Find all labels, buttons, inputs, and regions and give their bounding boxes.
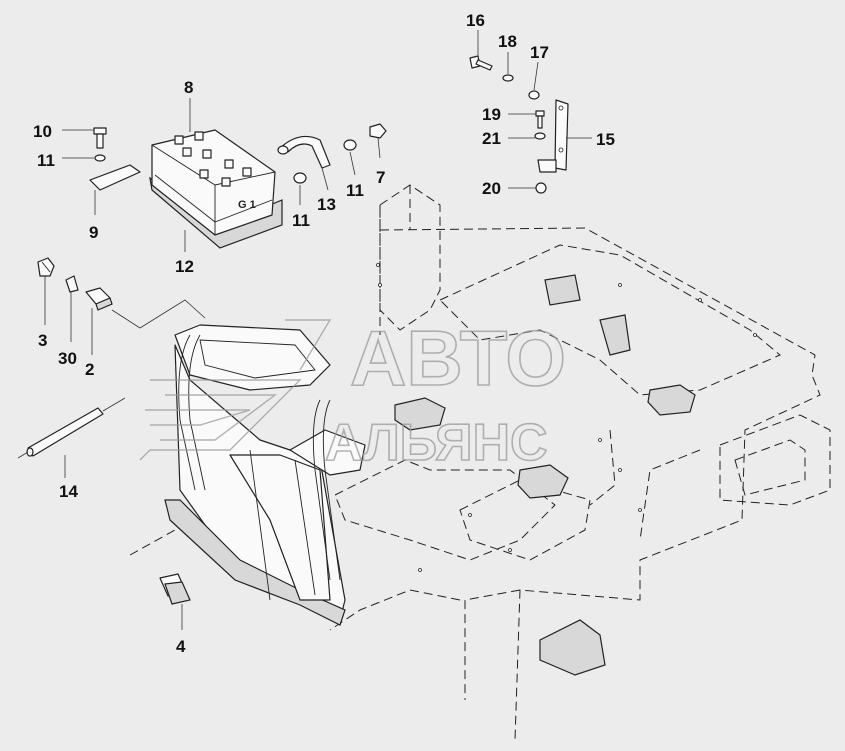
callout-13: 13 — [317, 195, 336, 214]
callout-18: 18 — [498, 32, 517, 51]
callout-numbers: 2 3 4 7 8 9 10 11 11 11 12 13 14 15 16 1… — [33, 11, 615, 656]
callout-11-left: 11 — [37, 151, 55, 170]
callout-21: 21 — [482, 129, 501, 148]
part-cable-13 — [277, 135, 331, 169]
callout-14: 14 — [59, 482, 78, 501]
part-nut-7 — [369, 123, 387, 139]
callout-16: 16 — [466, 11, 485, 30]
part-bolt-10 — [93, 127, 107, 149]
callout-4: 4 — [176, 637, 186, 656]
part-bracket-15 — [537, 99, 569, 173]
callout-7: 7 — [376, 168, 385, 187]
part-bolt-16 — [469, 55, 493, 71]
watermark-line2: АЛЬЯНС — [325, 414, 548, 472]
callout-3: 3 — [38, 331, 47, 350]
part-nut-20 — [535, 182, 547, 194]
battery: G 1 — [149, 129, 283, 249]
callout-30: 30 — [58, 349, 77, 368]
callout-19: 19 — [482, 105, 501, 124]
part-nut-11a — [293, 172, 307, 184]
callout-8: 8 — [184, 78, 193, 97]
leader-lines — [44, 30, 592, 630]
callout-9: 9 — [89, 223, 98, 242]
callout-11-mid: 11 — [292, 211, 310, 230]
chassis-frame — [129, 184, 831, 741]
part-switch-4 — [159, 573, 191, 605]
callout-20: 20 — [482, 179, 501, 198]
part-washer-21 — [534, 132, 546, 140]
watermark-line1: АВТО — [350, 314, 566, 402]
part-bolt-19 — [535, 110, 545, 129]
callout-10: 10 — [33, 122, 52, 141]
callout-12: 12 — [175, 257, 194, 276]
callout-15: 15 — [596, 130, 615, 149]
callout-2: 2 — [85, 360, 94, 379]
part-30 — [65, 275, 79, 293]
part-rod-14 — [26, 407, 104, 457]
part-sensor-2 — [85, 287, 113, 311]
part-nut-11b — [343, 139, 357, 151]
battery-marking: G 1 — [238, 199, 256, 211]
part-washer-11 — [94, 154, 106, 162]
part-nut-17 — [528, 90, 540, 100]
callout-17: 17 — [530, 43, 549, 62]
part-clip-3 — [37, 257, 55, 277]
part-washer-18 — [502, 74, 514, 82]
watermark-logo: АВТО АЛЬЯНС — [139, 313, 567, 473]
part-strip-9 — [89, 164, 141, 191]
callout-11-right: 11 — [346, 181, 364, 200]
fuel-tank — [164, 324, 366, 626]
